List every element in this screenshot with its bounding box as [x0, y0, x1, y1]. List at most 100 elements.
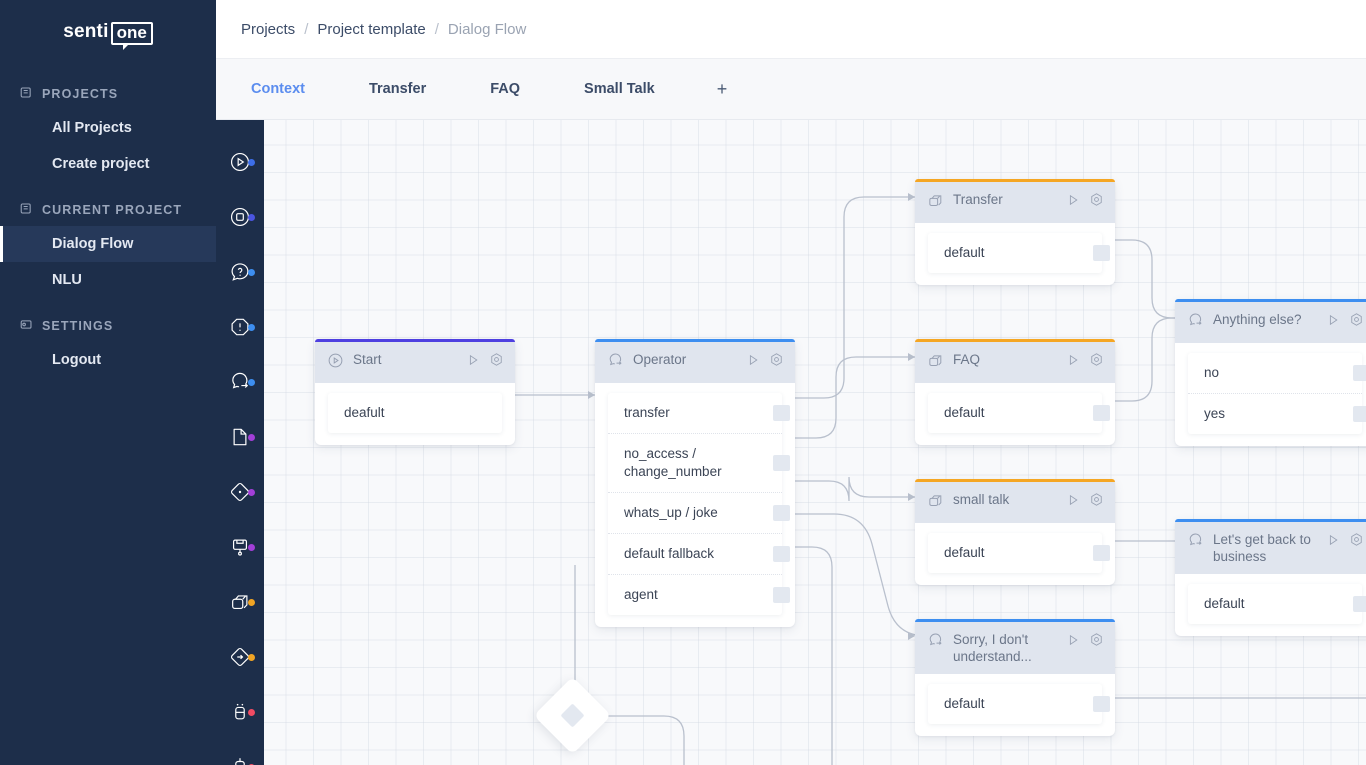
- flow-node-anything-else[interactable]: Anything else?: [1175, 299, 1366, 446]
- tab-bar: Context Transfer FAQ Small Talk +: [216, 59, 1366, 120]
- rail-item-stop-square[interactable]: [216, 189, 264, 244]
- rail-item-diamond-arrow[interactable]: [216, 629, 264, 684]
- archive-icon: [20, 202, 33, 218]
- node-row[interactable]: default: [928, 393, 1110, 433]
- rail-item-box-stack[interactable]: [216, 574, 264, 629]
- node-header[interactable]: Start: [315, 342, 515, 383]
- node-row[interactable]: no_access / change_number: [608, 434, 790, 493]
- node-row[interactable]: default: [928, 233, 1110, 273]
- output-port[interactable]: [773, 587, 790, 603]
- tab-context[interactable]: Context: [251, 80, 305, 97]
- node-row[interactable]: default: [928, 533, 1110, 573]
- node-rows: default: [1188, 584, 1366, 624]
- rail-item-alert-octagon[interactable]: [216, 299, 264, 354]
- nav-group-title: PROJECTS: [42, 87, 119, 101]
- rail-item-bubble-arrow[interactable]: [216, 354, 264, 409]
- breadcrumb-item-projects[interactable]: Projects: [241, 20, 296, 38]
- run-icon[interactable]: [1066, 353, 1080, 372]
- output-port[interactable]: [773, 505, 790, 521]
- node-header[interactable]: Anything else?: [1175, 302, 1366, 343]
- output-port[interactable]: [1093, 696, 1110, 712]
- sidebar-item-logout[interactable]: Logout: [52, 352, 102, 368]
- gear-icon[interactable]: [1089, 192, 1104, 212]
- nav-group-title: CURRENT PROJECT: [42, 203, 183, 217]
- gear-icon[interactable]: [1349, 312, 1364, 332]
- tab-small-talk[interactable]: Small Talk: [584, 80, 655, 97]
- gear-icon[interactable]: [1089, 632, 1104, 652]
- node-row[interactable]: default: [1188, 584, 1366, 624]
- rail-item-robot-alt[interactable]: [216, 739, 264, 765]
- node-header[interactable]: Sorry, I don't understand...: [915, 622, 1115, 674]
- rail-item-robot[interactable]: [216, 684, 264, 739]
- tab-transfer[interactable]: Transfer: [368, 80, 427, 97]
- node-header[interactable]: FAQ: [915, 342, 1115, 383]
- sidebar-item-all-projects[interactable]: All Projects: [52, 120, 132, 136]
- flow-node-operator[interactable]: Operator: [595, 339, 795, 627]
- node-header[interactable]: Operator: [595, 342, 795, 383]
- nav-group-header-current-project: CURRENT PROJECT: [0, 194, 216, 226]
- flow-node-back-to-business[interactable]: Let's get back to business: [1175, 519, 1366, 636]
- gear-icon[interactable]: [1089, 492, 1104, 512]
- run-icon[interactable]: [1326, 313, 1340, 332]
- flow-node-small-talk[interactable]: small talk: [915, 479, 1115, 585]
- output-port[interactable]: [1353, 596, 1366, 612]
- tab-faq[interactable]: FAQ: [490, 80, 521, 97]
- flow-node-decision-diamond[interactable]: [533, 676, 612, 755]
- output-port[interactable]: [1353, 406, 1366, 422]
- node-row[interactable]: deafult: [344, 405, 385, 420]
- run-icon[interactable]: [1066, 193, 1080, 212]
- box-stack-icon: [927, 352, 944, 374]
- node-row[interactable]: no: [1188, 353, 1366, 394]
- diamond-arrow-icon: [229, 646, 251, 668]
- output-port[interactable]: [1353, 365, 1366, 381]
- node-header[interactable]: small talk: [915, 482, 1115, 523]
- bubble-arrow-icon: [229, 371, 251, 393]
- flow-canvas[interactable]: Start: [264, 120, 1366, 765]
- node-actions: [1066, 192, 1104, 212]
- run-icon[interactable]: [1326, 533, 1340, 552]
- node-header[interactable]: Transfer: [915, 182, 1115, 223]
- run-icon[interactable]: [1066, 633, 1080, 652]
- node-row[interactable]: default: [928, 684, 1110, 724]
- node-title: Operator: [633, 352, 687, 367]
- gear-icon[interactable]: [489, 352, 504, 372]
- flow-node-start[interactable]: Start: [315, 339, 515, 445]
- sidebar-item-create-project[interactable]: Create project: [52, 156, 150, 172]
- gear-icon[interactable]: [1089, 352, 1104, 372]
- output-port[interactable]: [1093, 405, 1110, 421]
- flow-node-transfer[interactable]: Transfer: [915, 179, 1115, 285]
- breadcrumb-separator: /: [304, 20, 309, 38]
- rail-item-document[interactable]: [216, 409, 264, 464]
- node-row[interactable]: agent: [608, 575, 790, 615]
- rail-item-save-disk[interactable]: [216, 519, 264, 574]
- node-row[interactable]: default fallback: [608, 534, 790, 575]
- breadcrumb-item-project-template[interactable]: Project template: [317, 20, 426, 38]
- gear-icon[interactable]: [769, 352, 784, 372]
- sidebar-item-nlu[interactable]: NLU: [52, 272, 82, 288]
- editor-stage: Start: [216, 120, 1366, 765]
- output-port[interactable]: [773, 405, 790, 421]
- sidebar-item-dialog-flow[interactable]: Dialog Flow: [0, 226, 216, 262]
- run-icon[interactable]: [746, 353, 760, 372]
- node-row[interactable]: yes: [1188, 394, 1366, 434]
- node-header[interactable]: Let's get back to business: [1175, 522, 1366, 574]
- flow-node-faq[interactable]: FAQ: [915, 339, 1115, 445]
- flow-node-sorry[interactable]: Sorry, I don't understand...: [915, 619, 1115, 736]
- add-tab-button[interactable]: +: [716, 78, 728, 99]
- output-port[interactable]: [1093, 245, 1110, 261]
- box-stack-icon: [927, 492, 944, 514]
- rail-dot: [248, 378, 255, 386]
- gear-icon[interactable]: [1349, 532, 1364, 552]
- output-port[interactable]: [773, 546, 790, 562]
- output-port[interactable]: [1093, 545, 1110, 561]
- run-icon[interactable]: [466, 353, 480, 372]
- rail-item-question-bubble[interactable]: [216, 244, 264, 299]
- brand-logo[interactable]: senti one: [0, 0, 216, 66]
- run-icon[interactable]: [1066, 493, 1080, 512]
- node-row[interactable]: whats_up / joke: [608, 493, 790, 534]
- rail-item-play-circle[interactable]: [216, 134, 264, 189]
- node-row[interactable]: transfer: [608, 393, 790, 434]
- output-port[interactable]: [773, 455, 790, 471]
- left-sidebar: senti one PROJECTS All Projects Create p…: [0, 0, 216, 765]
- rail-item-diamond-dot[interactable]: [216, 464, 264, 519]
